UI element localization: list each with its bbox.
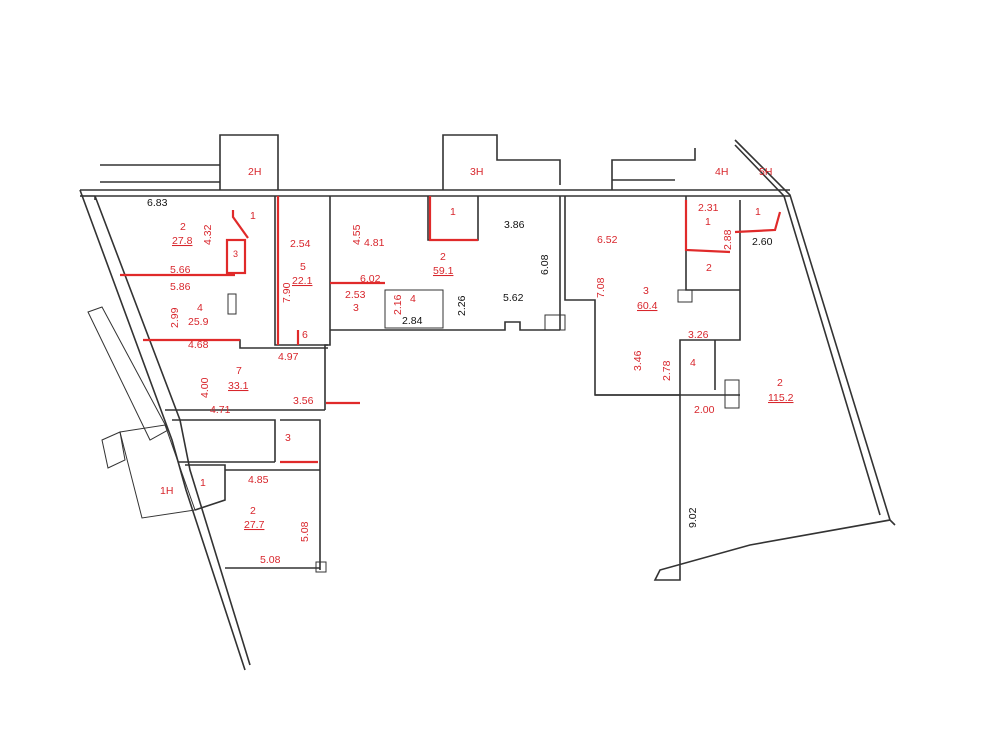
dim: 4.85 [248, 474, 269, 486]
room-number: 2 [180, 221, 186, 233]
room-number: 1 [250, 210, 256, 222]
room-number: 1 [200, 477, 206, 489]
dim: 6.52 [597, 234, 618, 246]
dim: 7.90 [281, 282, 293, 303]
unit-label-3h: 3Н [470, 166, 483, 178]
room-area: 27.7 [244, 519, 265, 531]
dim: 2.53 [345, 289, 366, 301]
dim: 4.71 [210, 404, 231, 416]
dim: 3.86 [504, 219, 525, 231]
room-area: 115.2 [768, 392, 794, 404]
unit-label-5h: 5Н [759, 166, 772, 178]
unit-1: 3 1 4.85 2 27.7 5.08 5.08 [200, 432, 311, 566]
dim: 5.66 [170, 264, 191, 276]
dim: 4.55 [351, 224, 363, 245]
dim: 6.02 [360, 273, 381, 285]
dim: 6.08 [539, 254, 551, 275]
unit-5: 1 2.60 2 115.2 9.02 [687, 206, 794, 528]
room-number: 1 [705, 216, 711, 228]
room-area: 25.9 [188, 316, 209, 328]
room-area: 59.1 [433, 265, 454, 277]
dim: 4.32 [202, 224, 214, 245]
dim: 3.56 [293, 395, 314, 407]
dim: 4.81 [364, 237, 385, 249]
room-number: 5 [300, 261, 306, 273]
unit-4: 2.31 1 2.88 6.52 2 7.08 3 60.4 3.26 4 3.… [595, 202, 734, 416]
new-partitions [120, 196, 782, 464]
room-number: 2 [706, 262, 712, 274]
dim: 2.26 [456, 295, 468, 316]
dim: 3.26 [688, 329, 709, 341]
dim: 2.00 [694, 404, 715, 416]
dim: 2.84 [402, 315, 423, 327]
dim: 5.08 [299, 521, 311, 542]
room-number: 7 [236, 365, 242, 377]
room-number: 4 [690, 357, 696, 369]
dim: 5.86 [170, 281, 191, 293]
room-number: 2 [777, 377, 783, 389]
dim: 9.02 [687, 507, 699, 528]
unit-label-1h: 1Н [160, 485, 173, 497]
dim: 6.83 [147, 197, 168, 209]
room-number: 3 [285, 432, 291, 444]
dim: 2.16 [392, 294, 404, 315]
room-number: 3 [643, 285, 649, 297]
dim: 4.97 [278, 351, 299, 363]
dim: 2.31 [698, 202, 719, 214]
room-area: 27.8 [172, 235, 193, 247]
room-number: 2 [250, 505, 256, 517]
room-number: 1 [755, 206, 761, 218]
dim: 5.08 [260, 554, 281, 566]
dim: 4.00 [199, 377, 211, 398]
dim: 2.78 [661, 360, 673, 381]
room-number: 3 [233, 249, 238, 259]
dim: 3.46 [632, 350, 644, 371]
room-number: 4 [197, 302, 203, 314]
dim: 7.08 [595, 277, 607, 298]
dim: 2.60 [752, 236, 773, 248]
dim: 5.62 [503, 292, 524, 304]
room-area: 22.1 [292, 275, 313, 287]
room-number: 3 [353, 302, 359, 314]
dim: 2.99 [169, 307, 181, 328]
unit-3: 1 3.86 4.55 4.81 2 59.1 6.08 6.02 2.53 3… [345, 206, 551, 327]
unit-2: 6.83 1 2 27.8 4.32 3 2.54 5.66 5.86 5 22… [147, 197, 314, 416]
room-area: 33.1 [228, 380, 249, 392]
dim: 4.68 [188, 339, 209, 351]
walls [79, 134, 896, 671]
room-area: 60.4 [637, 300, 658, 312]
room-number: 6 [302, 329, 308, 341]
dim: 2.88 [722, 229, 734, 250]
unit-label-2h: 2Н [248, 166, 261, 178]
room-number: 4 [410, 293, 416, 305]
dim: 2.54 [290, 238, 311, 250]
unit-label-4h: 4Н [715, 166, 728, 178]
room-number: 2 [440, 251, 446, 263]
room-number: 1 [450, 206, 456, 218]
